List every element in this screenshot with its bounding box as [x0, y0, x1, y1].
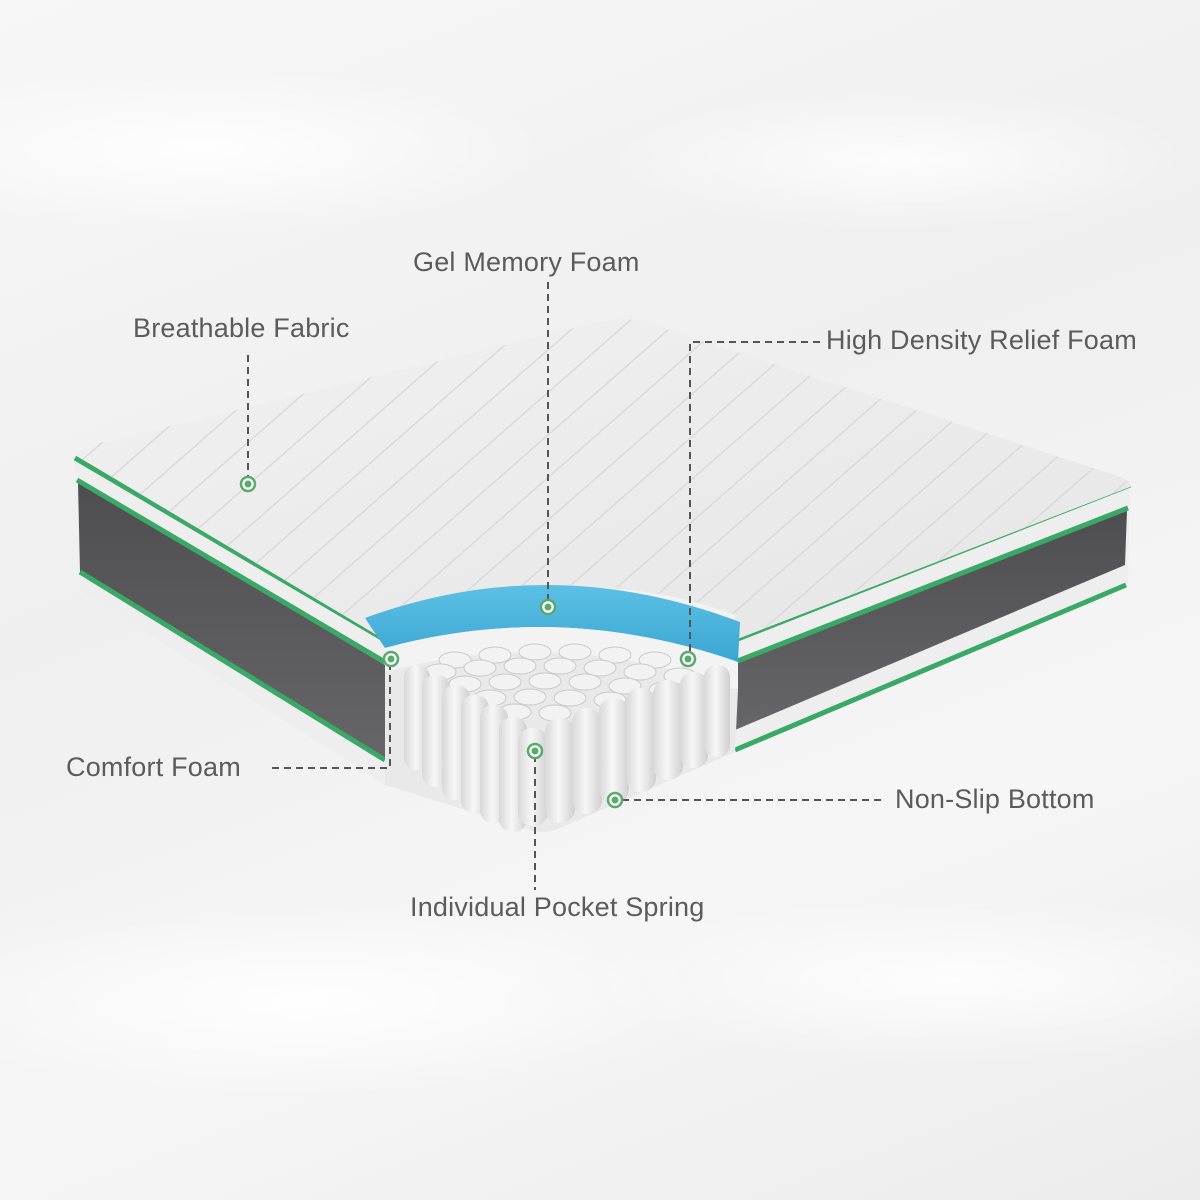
marker-pocket-spring — [526, 742, 544, 760]
marker-high-density-relief-foam — [679, 650, 697, 668]
gel-foam-layer — [365, 584, 740, 662]
callout-markers — [239, 475, 697, 809]
label-breathable-fabric: Breathable Fabric — [133, 313, 350, 343]
top-surface — [75, 319, 1131, 640]
label-non-slip-bottom: Non-Slip Bottom — [895, 784, 1095, 814]
marker-comfort-foam — [382, 650, 400, 668]
label-comfort-foam: Comfort Foam — [66, 752, 241, 782]
label-individual-pocket-spring: Individual Pocket Spring — [410, 892, 705, 922]
leader-lines — [247, 282, 885, 890]
marker-non-slip-bottom — [606, 791, 624, 809]
pocket-springs — [404, 643, 730, 832]
marker-breathable-fabric — [239, 475, 257, 493]
label-gel-memory-foam: Gel Memory Foam — [413, 247, 640, 277]
label-high-density-relief-foam: High Density Relief Foam — [826, 325, 1137, 355]
marker-gel-memory-foam — [539, 598, 557, 616]
left-side-panel — [73, 455, 387, 785]
